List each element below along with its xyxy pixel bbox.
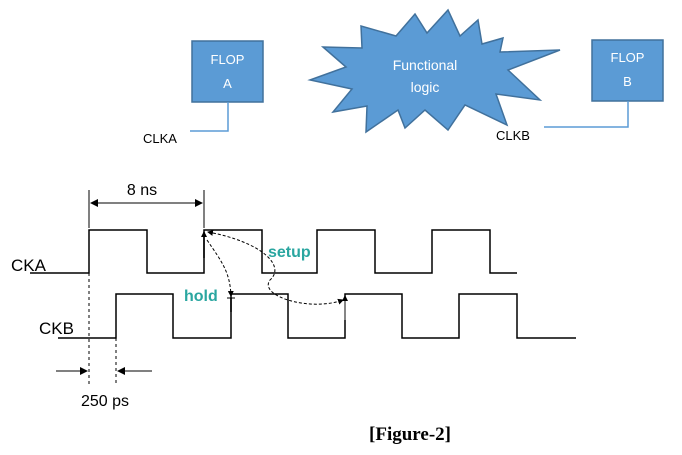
clka-wire	[190, 102, 229, 132]
skew-dimension: 250 ps	[56, 273, 152, 410]
ckb-label: CKB	[39, 319, 74, 338]
clkb-wire	[544, 101, 629, 128]
clkb-label: CLKB	[496, 128, 530, 143]
flop-a-label-line2: A	[223, 76, 232, 91]
flop-b-label-line2: B	[623, 74, 632, 89]
ckb-waveform	[58, 293, 576, 339]
logic-label-line1: Functional	[393, 57, 458, 73]
logic-label-line2: logic	[411, 79, 440, 95]
period-label: 8 ns	[127, 182, 157, 199]
figure-caption: [Figure-2]	[369, 424, 451, 445]
flop-b-label-line1: FLOP	[611, 50, 645, 65]
hold-label: hold	[184, 288, 218, 305]
flop-b-block: FLOP B	[591, 39, 664, 102]
cka-label: CKA	[11, 256, 47, 275]
functional-logic-cloud: Functional logic	[307, 8, 561, 134]
setup-arrow	[201, 229, 348, 320]
clka-label: CLKA	[143, 131, 177, 146]
setup-label: setup	[268, 244, 311, 261]
flop-a-block: FLOP A	[191, 40, 264, 103]
skew-label: 250 ps	[81, 393, 129, 410]
flop-a-label-line1: FLOP	[211, 52, 245, 67]
hold-arrow	[206, 239, 235, 312]
period-dimension: 8 ns	[88, 182, 205, 228]
